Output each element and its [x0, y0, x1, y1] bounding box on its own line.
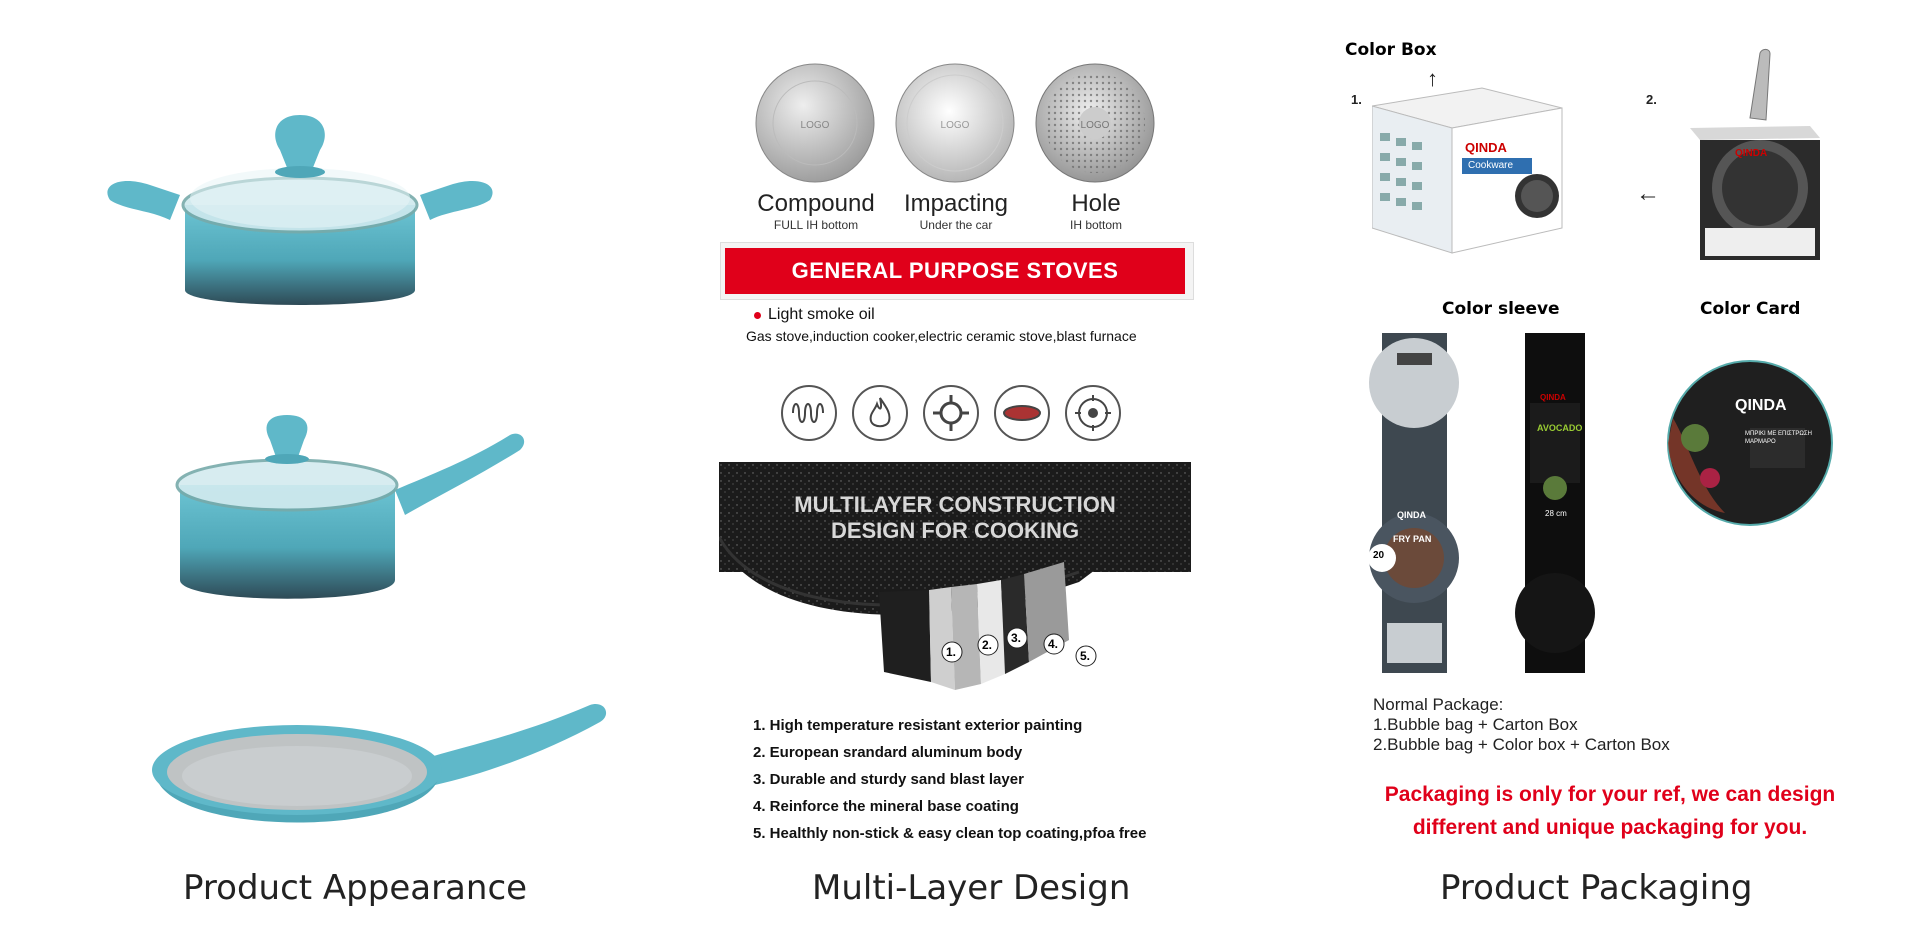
logo-placeholder: LOGO — [941, 120, 970, 131]
color-sleeve-title: Color sleeve — [1442, 299, 1560, 319]
construction-heading-line1: MULTILAYER CONSTRUCTION — [794, 492, 1116, 517]
packaging-note-line1: Packaging is only for your ref, we can d… — [1384, 783, 1836, 806]
halogen-icon — [1065, 385, 1121, 441]
multilayer-construction-image — [719, 462, 1191, 690]
sleeve-product-label: FRY PAN — [1393, 534, 1432, 544]
sleeve-black-brand-logo: QINDA — [1540, 393, 1566, 402]
bottom-title-compound: Compound — [757, 190, 875, 217]
normal-package-option-2: 2.Bubble bag + Color box + Carton Box — [1373, 735, 1670, 754]
normal-package-title: Normal Package: — [1373, 695, 1504, 714]
color-card-image — [1667, 360, 1833, 526]
bottom-type-impacting: LOGO — [880, 62, 1030, 189]
sleeve-black-product-label: AVOCADO — [1537, 423, 1583, 433]
logo-placeholder: LOGO — [1081, 120, 1110, 131]
bottom-subtitle-impacting: Under the car — [919, 218, 993, 232]
feature-item: 2. European srandard aluminum body — [753, 744, 1023, 761]
feature-item: 5. Healthly non-stick & easy clean top c… — [753, 825, 1147, 842]
flame-icon — [852, 385, 908, 441]
casserole-pot-image — [107, 115, 493, 305]
bottom-type-hole: LOGO — [1020, 62, 1170, 189]
bottom-title-hole: Hole — [1071, 190, 1121, 217]
frying-pan-image — [152, 703, 607, 823]
impacting-bottom-disc-icon: LOGO — [895, 63, 1015, 183]
color-sleeve-black-image — [1515, 333, 1595, 673]
color-card-product-text: ΜΠΡΙΚΙ ΜΕ ΕΠΙΣΤΡΩΣΗ ΜΑΡΜΑΡΟ — [1745, 431, 1812, 445]
sleeve-brand-logo: QINDA — [1397, 510, 1426, 520]
light-smoke-oil-text: Light smoke oil — [768, 306, 875, 323]
layer-number-5: 5. — [1080, 649, 1091, 663]
feature-list: 1. High temperature resistant exterior p… — [753, 712, 1146, 847]
bottom-subtitle-hole: IH bottom — [1069, 218, 1123, 232]
layer-number-4: 4. — [1048, 637, 1059, 651]
normal-package-option-1: 1.Bubble bag + Carton Box — [1373, 715, 1578, 734]
caption-product-packaging: Product Packaging — [1440, 868, 1753, 908]
induction-coil-icon — [781, 385, 837, 441]
layer-number-3: 3. — [1011, 631, 1022, 645]
arrow-left-icon: ← — [1636, 180, 1660, 207]
caption-product-appearance: Product Appearance — [183, 868, 528, 908]
general-purpose-stoves-banner: GENERAL PURPOSE STOVES — [725, 248, 1185, 294]
color-sleeve-grey-image — [1368, 333, 1459, 673]
color-box-label: Cookware — [1468, 160, 1514, 171]
layer-number-1: 1. — [946, 645, 957, 659]
gas-burner-icon — [923, 385, 979, 441]
bullet-dot-icon — [754, 312, 761, 319]
color-card-title: Color Card — [1700, 299, 1801, 319]
packaging-note: Packaging is only for your ref, we can d… — [1340, 778, 1880, 844]
construction-heading: MULTILAYER CONSTRUCTION DESIGN FOR COOKI… — [740, 492, 1170, 544]
sleeve-size-badge: 20 — [1373, 550, 1385, 561]
normal-package-info: Normal Package: 1.Bubble bag + Carton Bo… — [1373, 695, 1670, 755]
hole-bottom-disc-icon: LOGO — [1035, 63, 1155, 183]
bottom-type-compound: LOGO — [740, 62, 890, 189]
fry-pan-card-brand-logo: QINDA — [1735, 148, 1768, 159]
arrow-up-icon: ↑ — [1427, 66, 1438, 91]
ceramic-plate-icon — [994, 385, 1050, 441]
packaged-fry-pan-image — [1690, 48, 1820, 260]
color-box-image — [1372, 87, 1563, 254]
color-box-title: Color Box — [1345, 40, 1437, 60]
sleeve-black-size: 28 cm — [1545, 509, 1567, 518]
color-card-brand-logo: QINDA — [1735, 397, 1787, 414]
bottom-subtitle-compound: FULL IH bottom — [773, 218, 859, 232]
caption-multilayer-design: Multi-Layer Design — [812, 868, 1131, 908]
feature-item: 3. Durable and sturdy sand blast layer — [753, 771, 1024, 788]
packaging-note-line2: different and unique packaging for you. — [1412, 816, 1808, 839]
feature-item: 4. Reinforce the mineral base coating — [753, 798, 1019, 815]
package-number-2: 2. — [1646, 92, 1657, 107]
construction-heading-line2: DESIGN FOR COOKING — [830, 518, 1080, 543]
color-box-brand-logo: QINDA — [1465, 140, 1507, 155]
layer-number-2: 2. — [982, 638, 993, 652]
package-number-1: 1. — [1351, 92, 1362, 107]
compound-bottom-disc-icon: LOGO — [755, 63, 875, 183]
logo-placeholder: LOGO — [801, 120, 830, 131]
bottom-title-impacting: Impacting — [903, 190, 1009, 217]
saucepan-image — [175, 415, 525, 599]
feature-item: 1. High temperature resistant exterior p… — [753, 717, 1083, 734]
stove-types-text: Gas stove,induction cooker,electric cera… — [746, 328, 1137, 344]
